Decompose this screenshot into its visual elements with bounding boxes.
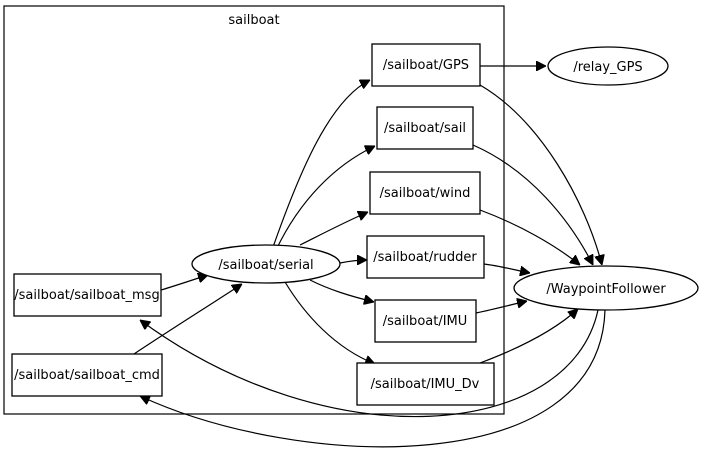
node-gps[interactable]: /sailboat/GPS bbox=[371, 43, 481, 87]
node-relay-gps[interactable]: /relay_GPS bbox=[547, 46, 669, 86]
node-wind[interactable]: /sailboat/wind bbox=[369, 171, 481, 215]
node-gps-label: /sailboat/GPS bbox=[383, 58, 469, 73]
edge-serial-wind bbox=[299, 212, 368, 246]
node-waypoint-follower-label: /WaypointFollower bbox=[546, 282, 666, 297]
edge-rudder-waypoint bbox=[483, 263, 530, 273]
node-rudder[interactable]: /sailboat/rudder bbox=[366, 235, 485, 279]
edge-waypoint-cmd bbox=[140, 309, 606, 448]
node-serial[interactable]: /sailboat/serial bbox=[191, 244, 341, 284]
node-sailboat-cmd-label: /sailboat/sailboat_cmd bbox=[14, 368, 160, 383]
edge-msg-serial bbox=[160, 275, 208, 291]
node-imu-dv[interactable]: /sailboat/IMU_Dv bbox=[356, 362, 495, 406]
node-wind-label: /sailboat/wind bbox=[380, 186, 471, 201]
node-serial-label: /sailboat/serial bbox=[218, 258, 313, 273]
edge-imudv-waypoint bbox=[479, 309, 578, 364]
edge-imu-waypoint bbox=[475, 301, 527, 314]
edge-serial-imu bbox=[309, 279, 374, 302]
edge-serial-rudder bbox=[339, 260, 367, 263]
edge-waypoint-msg bbox=[140, 309, 599, 418]
node-sail-label: /sailboat/sail bbox=[384, 121, 466, 136]
edge-cmd-serial bbox=[133, 284, 242, 355]
edge-serial-sail bbox=[275, 146, 375, 251]
edge-sail-waypoint bbox=[472, 144, 594, 265]
node-imu-label: /sailboat/IMU bbox=[383, 314, 468, 329]
node-sailboat-msg-label: /sailboat/sailboat_msg bbox=[14, 288, 159, 303]
edge-serial-gps bbox=[271, 79, 370, 251]
cluster-label: sailboat bbox=[228, 13, 279, 28]
node-sailboat-cmd[interactable]: /sailboat/sailboat_cmd bbox=[11, 353, 163, 397]
edges bbox=[133, 66, 606, 448]
edge-serial-imudv bbox=[284, 281, 375, 364]
node-sail[interactable]: /sailboat/sail bbox=[376, 106, 474, 150]
edge-gps-waypoint bbox=[479, 84, 602, 265]
node-rudder-label: /sailboat/rudder bbox=[373, 250, 477, 265]
node-imu-dv-label: /sailboat/IMU_Dv bbox=[371, 377, 480, 392]
edge-wind-waypoint bbox=[479, 209, 580, 265]
node-waypoint-follower[interactable]: /WaypointFollower bbox=[513, 265, 699, 311]
node-sailboat-msg[interactable]: /sailboat/sailboat_msg bbox=[13, 273, 162, 317]
sailboat-cluster bbox=[3, 5, 505, 415]
node-relay-gps-label: /relay_GPS bbox=[573, 60, 642, 75]
node-imu[interactable]: /sailboat/IMU bbox=[374, 299, 477, 343]
